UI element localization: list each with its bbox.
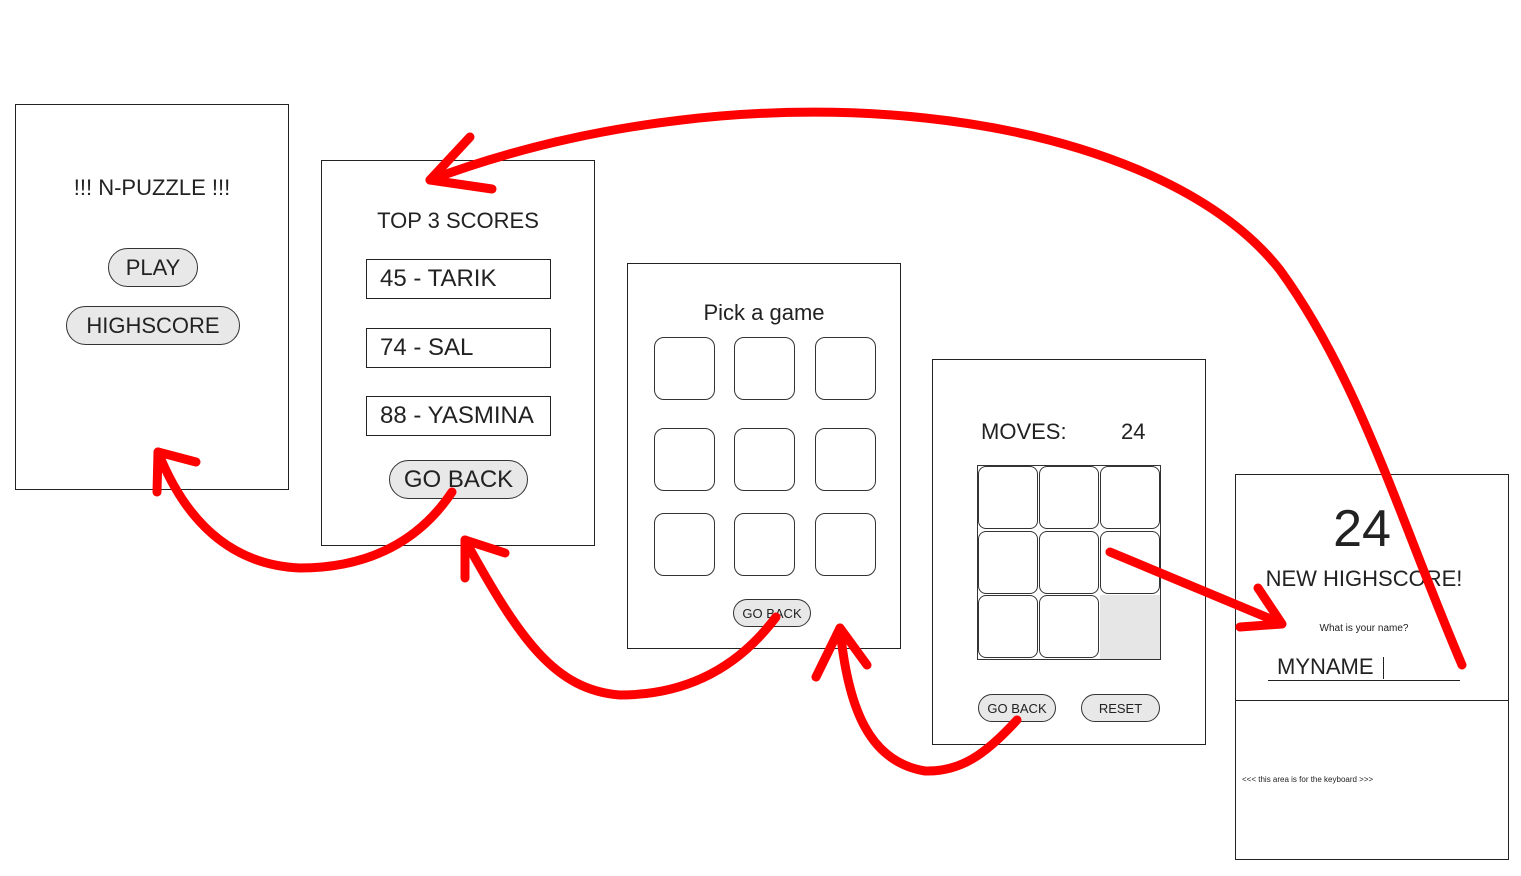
play-button[interactable]: PLAY	[108, 248, 198, 287]
menu-title: !!! N-PUZZLE !!!	[73, 175, 231, 200]
score-entry-1: 45 - TARIK	[366, 259, 551, 299]
moves-value: 24	[1121, 419, 1146, 444]
puzzle-tile[interactable]	[1100, 466, 1160, 529]
name-underline	[1268, 680, 1460, 681]
puzzle-tile[interactable]	[1100, 531, 1160, 594]
keyboard-area-note: <<< this area is for the keyboard >>>	[1242, 775, 1374, 784]
reset-button[interactable]: RESET	[1081, 694, 1160, 722]
menu-screen: !!! N-PUZZLE !!! PLAY HIGHSCORE	[15, 104, 289, 490]
puzzle-empty-cell	[1100, 595, 1160, 659]
puzzle-tile[interactable]	[978, 466, 1038, 529]
name-prompt: What is your name?	[1319, 623, 1409, 634]
game-option-tile[interactable]	[654, 428, 715, 491]
pick-game-title: Pick a game	[703, 300, 825, 325]
text-cursor	[1383, 657, 1384, 679]
puzzle-tile[interactable]	[978, 531, 1038, 594]
puzzle-tile[interactable]	[978, 595, 1038, 658]
game-option-tile[interactable]	[815, 513, 876, 576]
pick-game-screen: Pick a game GO BACK	[627, 263, 901, 649]
scores-title: TOP 3 SCORES	[377, 208, 539, 233]
keyboard-divider	[1236, 700, 1508, 701]
highscore-button[interactable]: HIGHSCORE	[66, 306, 240, 345]
name-input[interactable]: MYNAME	[1277, 654, 1374, 679]
scores-go-back-button[interactable]: GO BACK	[389, 460, 528, 499]
game-option-tile[interactable]	[734, 513, 795, 576]
game-option-tile[interactable]	[815, 428, 876, 491]
game-option-tile[interactable]	[734, 428, 795, 491]
score-entry-3: 88 - YASMINA	[366, 396, 551, 436]
scores-screen: TOP 3 SCORES 45 - TARIK 74 - SAL 88 - YA…	[321, 160, 595, 546]
pick-go-back-button[interactable]: GO BACK	[733, 599, 811, 627]
game-option-tile[interactable]	[815, 337, 876, 400]
puzzle-tile[interactable]	[1039, 466, 1099, 529]
moves-label: MOVES:	[981, 419, 1067, 444]
final-score: 24	[1333, 500, 1391, 558]
game-go-back-button[interactable]: GO BACK	[978, 694, 1056, 722]
game-option-tile[interactable]	[654, 513, 715, 576]
puzzle-board	[977, 465, 1161, 660]
game-option-tile[interactable]	[734, 337, 795, 400]
game-screen: MOVES: 24 GO BACK RESET	[932, 359, 1206, 745]
game-option-tile[interactable]	[654, 337, 715, 400]
highscore-screen: 24 NEW HIGHSCORE! What is your name? MYN…	[1235, 474, 1509, 860]
score-entry-2: 74 - SAL	[366, 328, 551, 368]
puzzle-tile[interactable]	[1039, 595, 1099, 658]
new-highscore-headline: NEW HIGHSCORE!	[1265, 566, 1463, 591]
puzzle-tile[interactable]	[1039, 531, 1099, 594]
